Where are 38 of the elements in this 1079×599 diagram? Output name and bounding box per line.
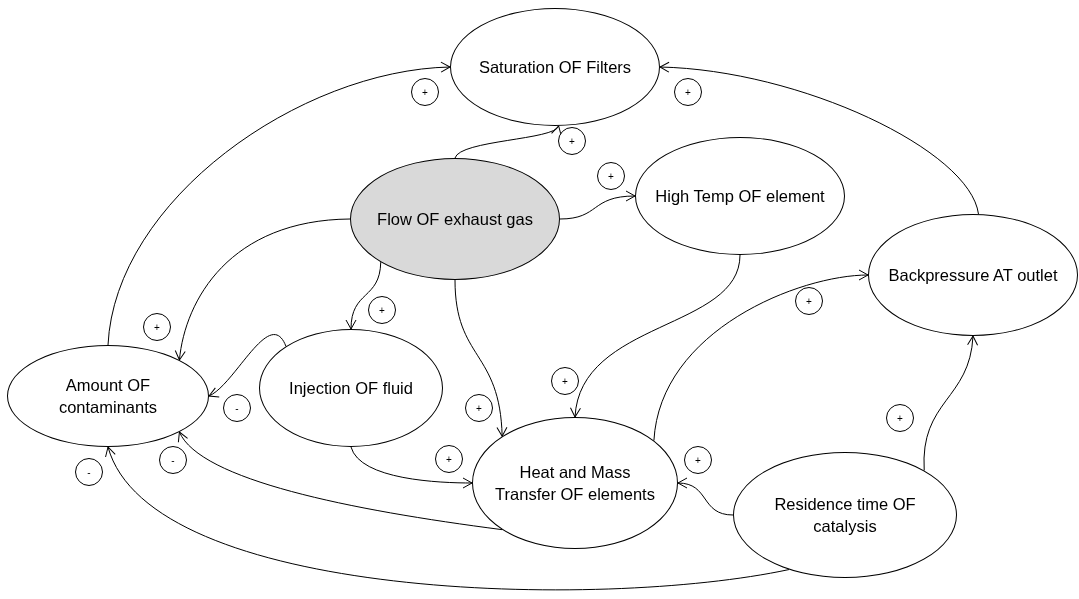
- polarity-sign: -: [159, 446, 187, 474]
- arrow: [923, 335, 978, 471]
- node-label: Residence time OF catalysis: [773, 493, 917, 537]
- node-label: High Temp OF element: [654, 185, 826, 207]
- node-label: Saturation OF Filters: [477, 56, 633, 78]
- polarity-sign: +: [597, 162, 625, 190]
- polarity-sign: +: [368, 296, 396, 324]
- polarity-sign: +: [551, 367, 579, 395]
- arrow: [677, 478, 734, 516]
- arrow: [559, 190, 636, 220]
- arrow: [350, 446, 473, 489]
- polarity-sign: -: [223, 394, 251, 422]
- node-label: Injection OF fluid: [288, 377, 414, 399]
- arrow: [571, 254, 741, 418]
- polarity-sign: +: [674, 78, 702, 106]
- node-label: Amount OF contaminants: [57, 374, 159, 418]
- arrow: [107, 446, 790, 591]
- polarity-sign: +: [684, 446, 712, 474]
- polarity-sign: +: [435, 445, 463, 473]
- arrow: [653, 270, 869, 442]
- polarity-sign: +: [143, 313, 171, 341]
- arrow: [178, 431, 503, 531]
- arrow: [208, 334, 287, 397]
- polarity-sign: -: [75, 458, 103, 486]
- polarity-sign: +: [465, 394, 493, 422]
- arrow: [454, 125, 560, 159]
- arrow: [659, 62, 979, 215]
- arrow: [454, 279, 507, 437]
- node-label: Flow OF exhaust gas: [376, 208, 534, 230]
- arrow: [346, 261, 382, 330]
- polarity-sign: +: [886, 404, 914, 432]
- polarity-sign: +: [558, 127, 586, 155]
- polarity-sign: +: [795, 287, 823, 315]
- arrow: [175, 218, 351, 361]
- node-label: Heat and Mass Transfer OF elements: [494, 461, 656, 505]
- arrow: [107, 62, 451, 346]
- node-label: Backpressure AT outlet: [887, 264, 1059, 286]
- polarity-sign: +: [411, 78, 439, 106]
